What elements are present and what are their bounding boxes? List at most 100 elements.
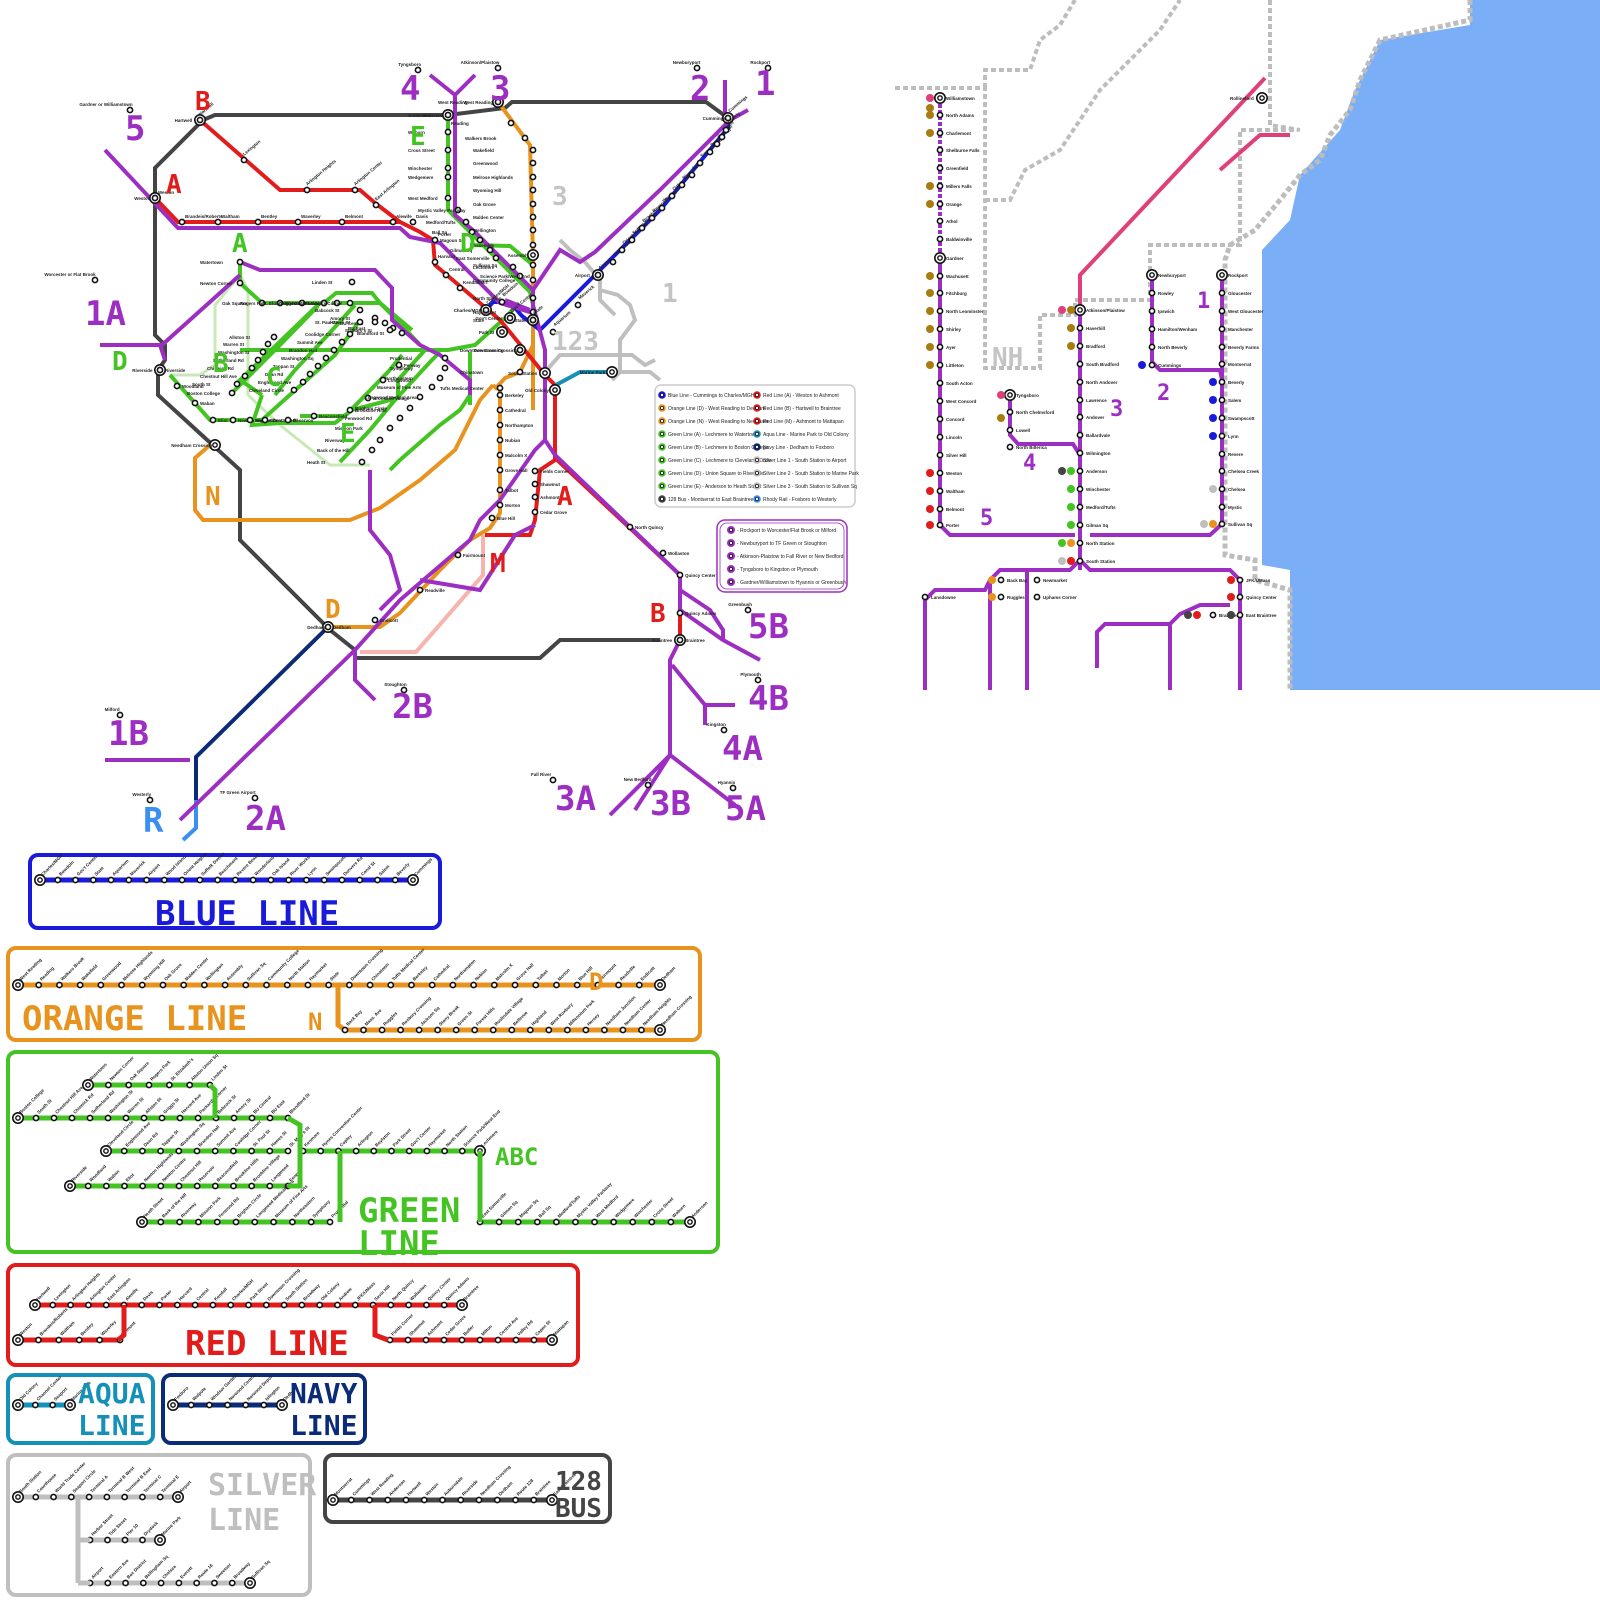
station-marker[interactable] (298, 299, 306, 307)
station-marker[interactable] (121, 1493, 129, 1501)
station-marker[interactable] (1076, 342, 1084, 350)
station-marker[interactable] (122, 1579, 129, 1587)
station-marker[interactable] (352, 1147, 360, 1155)
station-marker[interactable] (356, 306, 364, 314)
station-marker[interactable] (676, 571, 684, 579)
station-marker[interactable] (462, 218, 470, 226)
station-marker[interactable] (358, 458, 366, 466)
station-marker[interactable] (563, 1026, 571, 1034)
station-marker[interactable] (125, 1081, 133, 1089)
station-marker[interactable] (422, 1336, 430, 1344)
station-marker[interactable] (471, 1026, 479, 1034)
station-marker[interactable] (194, 1218, 202, 1226)
station-marker[interactable] (227, 1301, 235, 1309)
station-marker[interactable] (368, 446, 376, 454)
station-marker[interactable] (1076, 467, 1084, 475)
station-marker[interactable] (405, 1301, 413, 1309)
station-marker[interactable] (997, 576, 1005, 584)
station-marker[interactable] (50, 1114, 58, 1122)
station-marker[interactable] (209, 416, 217, 424)
station-marker[interactable] (511, 981, 519, 989)
station-marker[interactable] (55, 1336, 63, 1344)
station-marker[interactable] (496, 384, 504, 392)
station-marker[interactable] (1033, 593, 1041, 601)
station-marker[interactable] (594, 981, 602, 989)
station-marker[interactable] (713, 140, 721, 148)
station-marker[interactable] (1076, 324, 1084, 332)
station-marker[interactable] (324, 623, 332, 631)
station-marker[interactable] (1148, 325, 1156, 333)
station-marker[interactable] (236, 279, 244, 287)
station-marker[interactable] (236, 258, 244, 266)
station-marker[interactable] (264, 340, 272, 348)
station-marker[interactable] (553, 981, 560, 989)
station-marker[interactable] (85, 1493, 93, 1501)
station-marker[interactable] (384, 1496, 392, 1504)
station-marker[interactable] (1148, 361, 1156, 369)
station-marker[interactable] (997, 593, 1005, 601)
station-marker[interactable] (494, 1336, 502, 1344)
station-marker[interactable] (440, 1336, 448, 1344)
station-marker[interactable] (320, 876, 328, 884)
station-marker[interactable] (157, 1147, 164, 1155)
station-marker[interactable] (294, 218, 302, 226)
station-marker[interactable] (609, 258, 617, 266)
station-marker[interactable] (160, 876, 168, 884)
station-marker[interactable] (516, 272, 524, 280)
station-marker[interactable] (230, 1114, 238, 1122)
station-marker[interactable] (1218, 414, 1226, 422)
station-marker[interactable] (416, 586, 424, 594)
station-marker[interactable] (615, 981, 622, 989)
station-marker[interactable] (246, 416, 254, 424)
station-marker[interactable] (533, 1218, 541, 1226)
station-marker[interactable] (936, 200, 944, 208)
station-marker[interactable] (1076, 449, 1084, 457)
station-marker[interactable] (458, 1147, 466, 1155)
station-marker[interactable] (496, 436, 504, 444)
station-marker[interactable] (507, 119, 515, 127)
station-marker[interactable] (157, 1579, 165, 1587)
station-marker[interactable] (434, 1026, 442, 1034)
station-marker[interactable] (67, 1493, 75, 1501)
station-marker[interactable] (158, 1114, 166, 1122)
station-marker[interactable] (921, 593, 929, 601)
station-marker[interactable] (936, 379, 944, 387)
station-marker[interactable] (56, 981, 63, 989)
station-marker[interactable] (346, 299, 354, 307)
station-marker[interactable] (35, 1336, 42, 1344)
station-marker[interactable] (376, 436, 384, 444)
station-marker[interactable] (86, 1114, 94, 1122)
station-marker[interactable] (400, 686, 408, 694)
station-marker[interactable] (138, 1301, 146, 1309)
station-marker[interactable] (531, 493, 539, 501)
station-marker[interactable] (96, 1336, 103, 1344)
station-marker[interactable] (659, 549, 667, 557)
station-marker[interactable] (454, 206, 462, 214)
station-marker[interactable] (303, 876, 310, 884)
station-marker[interactable] (441, 1147, 448, 1155)
station-marker[interactable] (1218, 450, 1226, 458)
station-marker[interactable] (476, 236, 484, 244)
station-marker[interactable] (107, 876, 115, 884)
station-marker[interactable] (366, 981, 374, 989)
station-marker[interactable] (1076, 557, 1084, 565)
station-marker[interactable] (229, 416, 237, 424)
station-marker[interactable] (178, 876, 186, 884)
station-marker[interactable] (299, 378, 307, 386)
station-marker[interactable] (228, 1579, 236, 1587)
station-marker[interactable] (196, 116, 204, 124)
station-marker[interactable] (531, 508, 539, 516)
station-marker[interactable] (104, 1114, 112, 1122)
station-marker[interactable] (139, 1182, 147, 1190)
station-marker[interactable] (266, 1147, 274, 1155)
station-marker[interactable] (178, 218, 186, 226)
station-marker[interactable] (304, 981, 312, 989)
station-marker[interactable] (431, 236, 439, 244)
station-marker[interactable] (676, 609, 684, 617)
station-marker[interactable] (396, 414, 404, 422)
station-marker[interactable] (266, 1114, 274, 1122)
station-marker[interactable] (635, 981, 643, 989)
station-marker[interactable] (936, 451, 944, 459)
station-marker[interactable] (214, 218, 222, 226)
station-marker[interactable] (490, 981, 498, 989)
